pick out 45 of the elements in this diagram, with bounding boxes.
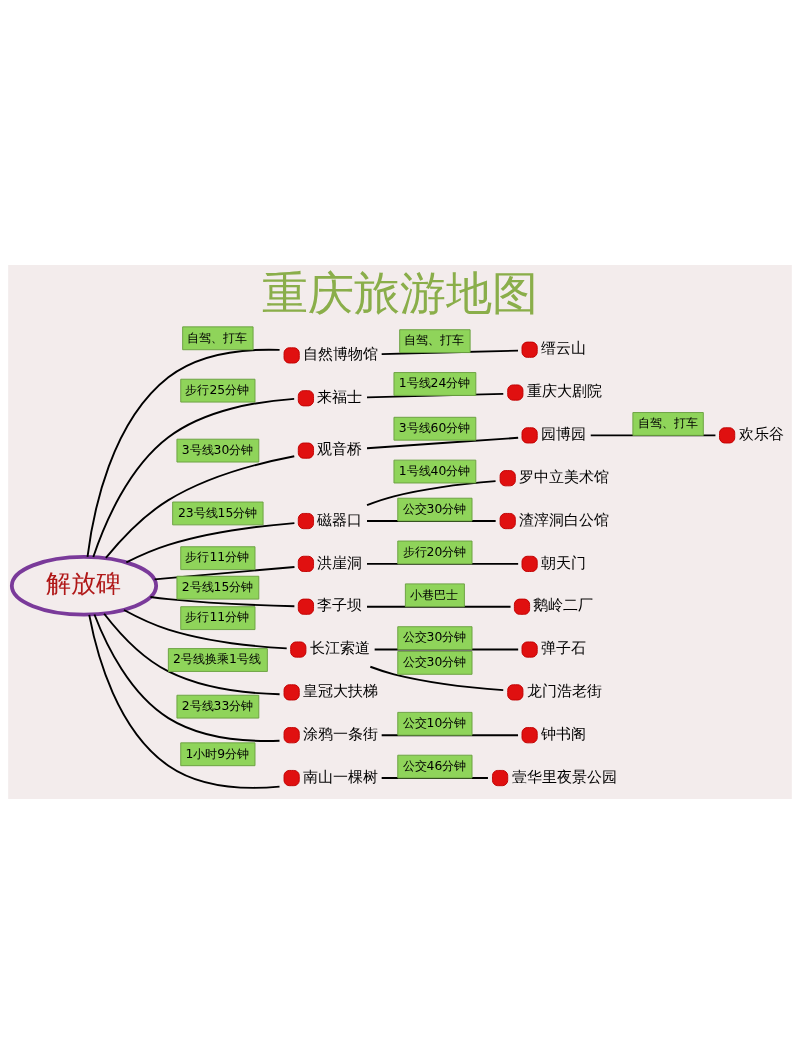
node-label: 鹅岭二厂 <box>533 596 594 615</box>
edge-label: 1号线40分钟 <box>398 463 471 478</box>
edge-label: 公交30分钟 <box>402 655 467 670</box>
edge-label: 自驾、打车 <box>637 416 698 431</box>
node-label: 重庆大剧院 <box>526 382 602 401</box>
edge-label: 1号线24分钟 <box>398 376 471 391</box>
node-label: 渣滓洞白公馆 <box>519 510 610 529</box>
edge-label: 2号线换乘1号线 <box>173 652 261 667</box>
edge-label: 2号线15分钟 <box>181 579 254 594</box>
node-label: 弹子石 <box>541 639 587 658</box>
edge-label: 1小时9分钟 <box>185 746 250 761</box>
node-label: 李子坝 <box>317 596 363 615</box>
node-label: 涂鸦一条街 <box>303 724 379 743</box>
node-label: 南山一棵树 <box>303 767 379 786</box>
node-label: 欢乐谷 <box>738 425 784 443</box>
node-label: 皇冠大扶梯 <box>303 682 379 701</box>
node-label: 罗中立美术馆 <box>519 467 610 486</box>
node-label: 长江索道 <box>309 639 370 658</box>
edge-label: 步行25分钟 <box>185 382 250 397</box>
node-label: 朝天门 <box>541 553 587 572</box>
edge-label: 2号线33分钟 <box>181 698 254 713</box>
edge-label: 公交30分钟 <box>402 501 467 516</box>
node-label: 洪崖洞 <box>317 553 363 572</box>
edge-label: 步行11分钟 <box>185 610 250 625</box>
edge-label: 23号线15分钟 <box>177 505 258 520</box>
edge-label: 小巷巴士 <box>410 587 459 602</box>
edge-label: 3号线30分钟 <box>181 442 254 457</box>
edge-label: 自驾、打车 <box>404 333 465 348</box>
edge-label: 公交46分钟 <box>402 758 467 773</box>
edge-label: 自驾、打车 <box>187 330 248 345</box>
node-label: 磁器口 <box>317 510 363 529</box>
node-label: 园博园 <box>541 425 587 443</box>
node-label: 壹华里夜景公园 <box>511 767 617 786</box>
node-label: 钟书阁 <box>541 724 587 743</box>
node-label: 龙门浩老街 <box>526 682 602 701</box>
edge-label: 步行20分钟 <box>402 544 467 559</box>
edge-label: 3号线60分钟 <box>398 420 471 435</box>
node-label: 观音桥 <box>317 440 363 459</box>
diagram-title: 重庆旅游地图 <box>262 267 538 321</box>
edge-label: 公交10分钟 <box>402 716 467 731</box>
edge-label: 步行11分钟 <box>185 550 250 565</box>
edge-label: 公交30分钟 <box>402 630 467 645</box>
node-label: 自然博物馆 <box>303 345 379 364</box>
node-label: 缙云山 <box>541 339 587 358</box>
node-label: 来福士 <box>317 387 363 406</box>
